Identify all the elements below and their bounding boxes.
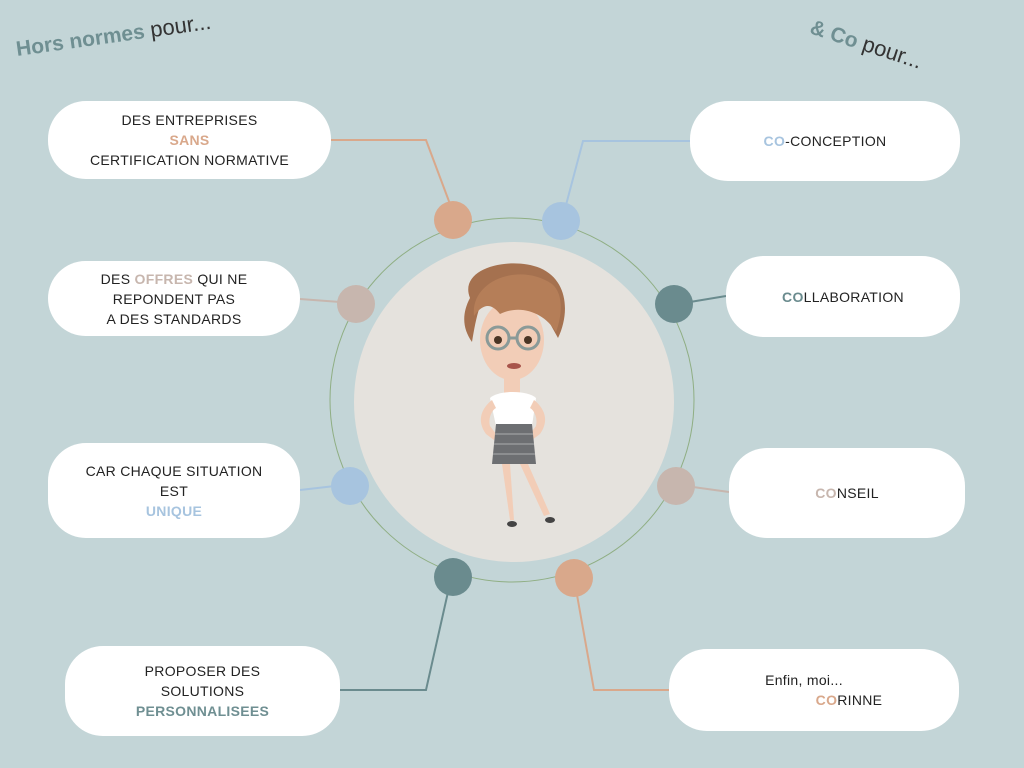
left-box-2: DES OFFRES QUI NE REPONDENT PAS A DES ST…: [48, 261, 300, 336]
left-box-1: DES ENTREPRISES SANS CERTIFICATION NORMA…: [48, 101, 331, 179]
left-box-2-line1: DES OFFRES QUI NE: [101, 269, 248, 289]
dot-right-1: [542, 202, 580, 240]
left-box-3: CAR CHAQUE SITUATION EST UNIQUE: [48, 443, 300, 538]
right-box-1-rest: -CONCEPTION: [785, 133, 887, 149]
left-box-3-highlight: UNIQUE: [145, 502, 203, 519]
right-box-4-prefix: CO: [815, 692, 838, 708]
left-box-1-highlight: SANS: [169, 132, 210, 148]
left-box-1-line3: CERTIFICATION NORMATIVE: [89, 152, 290, 168]
connector-right-2: [689, 295, 727, 303]
left-box-4-line2: SOLUTIONS: [160, 683, 245, 699]
left-box-3-line2: EST: [159, 482, 189, 499]
connector-left-2: [299, 298, 341, 303]
connector-left-3: [299, 485, 336, 491]
left-box-4-line1: PROPOSER DES: [144, 663, 261, 679]
right-box-3-text: CONSEIL: [815, 483, 879, 503]
left-box-2-line3: A DES STANDARDS: [106, 310, 242, 327]
connector-right-3: [692, 486, 730, 493]
outer-ring: [329, 217, 695, 583]
right-box-4: Enfin, moi... CORINNE: [669, 649, 959, 731]
left-box-4-highlight: PERSONNALISEES: [135, 703, 270, 719]
woman-avatar-illustration: [464, 263, 565, 527]
left-box-2-highlight: OFFRES: [134, 270, 194, 287]
right-box-4-rest: RINNE: [837, 692, 883, 708]
left-box-2-line2: REPONDENT PAS: [112, 290, 236, 307]
connector-right-4: [576, 594, 669, 691]
right-box-2-prefix: CO: [782, 288, 804, 305]
right-box-2-rest: LLABORATION: [803, 288, 904, 305]
right-box-3: CONSEIL: [729, 448, 965, 538]
left-box-4: PROPOSER DES SOLUTIONS PERSONNALISEES: [65, 646, 340, 736]
right-box-3-rest: NSEIL: [836, 485, 879, 501]
right-box-2: COLLABORATION: [726, 256, 960, 337]
dot-left-2: [337, 285, 375, 323]
right-box-3-prefix: CO: [815, 485, 837, 501]
dot-right-4: [555, 559, 593, 597]
connector-left-1: [330, 139, 454, 213]
right-box-4-text: CORINNE: [816, 690, 883, 710]
right-box-2-text: COLLABORATION: [782, 287, 904, 307]
dot-right-3: [657, 467, 695, 505]
connector-left-4: [340, 591, 449, 691]
right-box-1-text: CO-CONCEPTION: [764, 131, 887, 151]
left-box-2-line1-pre: DES: [100, 270, 135, 287]
right-box-1-prefix: CO: [763, 133, 786, 149]
dot-left-3: [331, 467, 369, 505]
dot-left-4: [434, 558, 472, 596]
dot-left-1: [434, 201, 472, 239]
left-box-3-line1: CAR CHAQUE SITUATION: [85, 462, 263, 479]
right-box-1: CO-CONCEPTION: [690, 101, 960, 181]
connector-right-1: [565, 140, 690, 206]
left-box-1-line1: DES ENTREPRISES: [121, 112, 258, 128]
left-box-2-line1-post: QUI NE: [193, 270, 248, 287]
dot-right-2: [655, 285, 693, 323]
right-box-4-line1: Enfin, moi...: [765, 672, 843, 688]
